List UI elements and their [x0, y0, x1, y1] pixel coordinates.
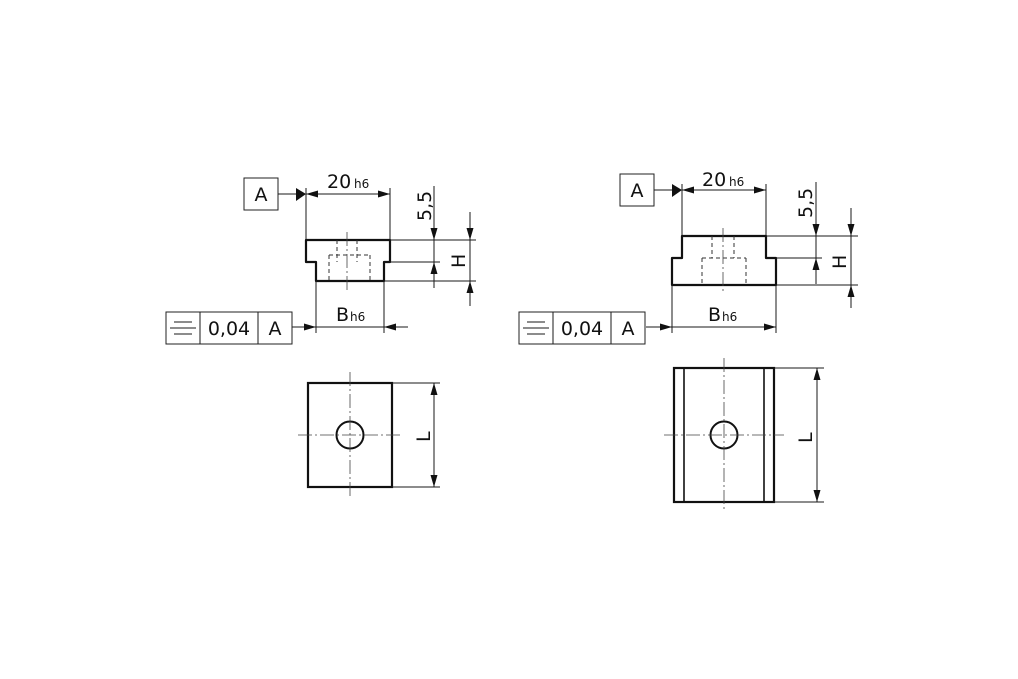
datum-box	[243, 177, 279, 211]
tolerance-datum: A	[269, 318, 282, 340]
length-dimension: L	[392, 382, 440, 488]
width-value: 20	[327, 171, 351, 193]
datum-label: A	[255, 184, 268, 206]
base-dimension: B h6	[292, 281, 408, 333]
width-dimension: 20 h6	[305, 171, 391, 240]
width-dimension: 20 h6	[681, 169, 767, 236]
length-dimension: L	[774, 367, 824, 503]
base-tolerance: h6	[722, 310, 737, 324]
tolerance-frame: 0,04 A	[518, 311, 646, 345]
datum-triangle	[296, 188, 306, 201]
width-value: 20	[702, 169, 726, 191]
offset-value: 5,5	[414, 191, 436, 221]
part-top-view	[664, 358, 784, 512]
part-front-profile	[304, 238, 392, 283]
width-tolerance: h6	[729, 175, 744, 189]
offset-value: 5,5	[795, 188, 817, 218]
left-part-views: A 20 h6 5,5	[165, 171, 476, 497]
base-dimension: B h6	[646, 285, 777, 333]
height-dimension: H	[776, 208, 858, 308]
height-dimension: H	[384, 212, 476, 306]
offset-dimension: 5,5	[384, 186, 440, 288]
length-label: L	[413, 431, 435, 442]
offset-dimension: 5,5	[766, 182, 822, 284]
tolerance-frame: 0,04 A	[165, 311, 293, 345]
tolerance-value: 0,04	[561, 318, 603, 340]
base-value: B	[336, 304, 349, 326]
height-label: H	[448, 254, 470, 268]
height-label: H	[829, 255, 851, 269]
width-tolerance: h6	[354, 177, 369, 191]
right-part-views: A 20 h6 5,5	[518, 169, 858, 512]
symmetry-icon	[170, 321, 196, 335]
base-tolerance: h6	[350, 310, 365, 324]
base-value: B	[708, 304, 721, 326]
datum-triangle	[672, 184, 682, 197]
datum-box	[619, 173, 655, 207]
part-top-view	[298, 372, 402, 497]
part-front-profile	[670, 234, 778, 287]
datum-label: A	[631, 180, 644, 202]
length-label: L	[795, 432, 817, 443]
tolerance-datum: A	[622, 318, 635, 340]
tolerance-value: 0,04	[208, 318, 250, 340]
symmetry-icon	[523, 321, 549, 335]
